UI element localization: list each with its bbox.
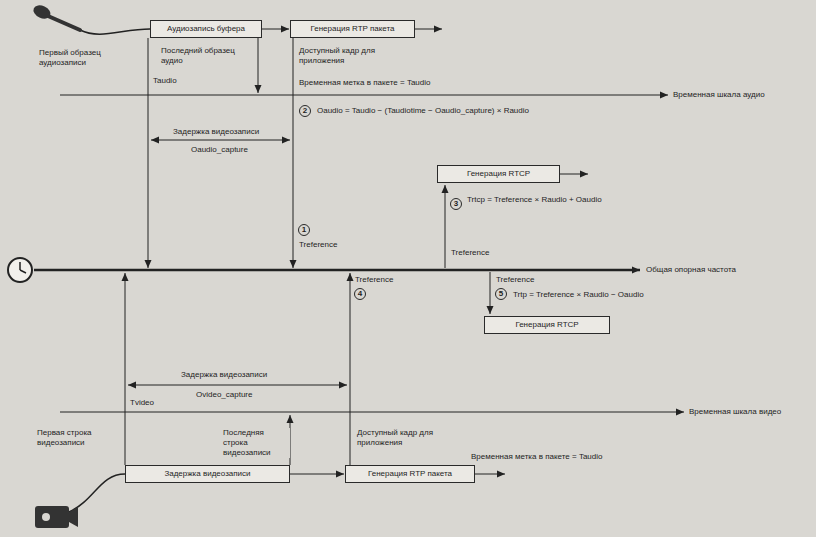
annotation-label: Первый образец аудиозаписи [38,48,130,68]
annotation-label: Задержка видеозаписи [172,127,260,137]
callout-number: 4 [358,289,362,298]
box-text: Генерация RTP пакета [310,24,394,33]
annotation-label: Временная шкала аудио [672,90,766,100]
annotation-label: Ovideo_capture [195,390,253,400]
annotation-label: Общая опорная частота [645,265,737,275]
reference-clock-line [34,269,640,272]
annotation-label: Временная метка в пакете = Taudio [470,452,603,462]
first-sample-line [148,38,149,268]
callout-circle: 2 [299,105,311,117]
callout-number: 1 [302,225,306,234]
annotation-label: Доступный кадр для приложения [298,46,400,66]
process-box: Генерация RTCP [437,165,560,183]
annotation-label: Trtcp = Treference × Raudio + Oaudio [466,195,603,205]
annotation-label: Первая строка видеозаписи [36,428,120,448]
annotation-label: Taudio [152,76,178,86]
audio-timeline [60,95,668,96]
capture-delay-arrow [128,385,347,386]
output-arrow [475,474,505,475]
annotation-label: Задержка видеозаписи [180,370,268,380]
process-box: Аудиозапись буфера [150,20,262,38]
annotation-label: Trtp = Treference × Raudio − Oaudio [512,290,645,300]
annotation-label: Последняя строка видеозаписи [222,428,290,458]
microphone-icon [31,3,80,30]
callout-number: 5 [499,289,503,298]
reference-arrow [490,272,491,314]
last-sample-line [258,38,259,93]
callout-number: 3 [454,199,458,208]
clock-icon [8,258,32,282]
box-text: Аудиозапись буфера [167,24,245,33]
first-line-arrow [125,273,126,465]
annotation-label: Временная шкала видео [688,407,782,417]
process-box: Генерация RTCP [484,316,610,334]
annotation-label: Последний образец аудио [160,46,254,66]
reference-arrow [445,185,446,268]
annotation-label: Treference [298,240,338,250]
camera-icon [35,506,78,528]
frame-available-arrow [350,273,351,465]
output-arrow [415,29,442,30]
callout-number: 2 [303,106,307,115]
camera-wire [69,474,125,512]
box-text: Генерация RTP пакета [368,469,452,478]
box-text: Генерация RTCP [515,320,578,329]
box-text: Задержка видеозаписи [164,469,250,478]
annotation-label: Treference [495,275,535,285]
annotation-label: Treference [450,248,490,258]
callout-circle: 1 [298,224,310,236]
video-timeline [60,412,684,413]
annotation-label: Доступный кадр для приложения [356,428,453,448]
annotation-label: Временная метка в пакете = Taudio [298,78,431,88]
process-box: Задержка видеозаписи [125,465,290,483]
frame-available-line [293,38,294,268]
callout-circle: 3 [450,198,462,210]
flow-arrow [290,474,344,475]
microphone-wire [80,29,150,34]
annotation-label: Tvideo [129,398,155,408]
annotation-label: Oaudio = Taudio − (Taudiotime − Oaudio_c… [316,106,530,116]
callout-circle: 4 [354,288,366,300]
annotation-label: Treference [354,275,394,285]
box-text: Генерация RTCP [467,169,530,178]
output-arrow [560,174,588,175]
annotation-label: Oaudio_capture [190,145,249,155]
flow-arrow [262,29,289,30]
capture-delay-arrow [151,140,290,141]
process-box: Генерация RTP пакета [290,20,415,38]
process-box: Генерация RTP пакета [345,465,475,483]
callout-circle: 5 [495,288,507,300]
